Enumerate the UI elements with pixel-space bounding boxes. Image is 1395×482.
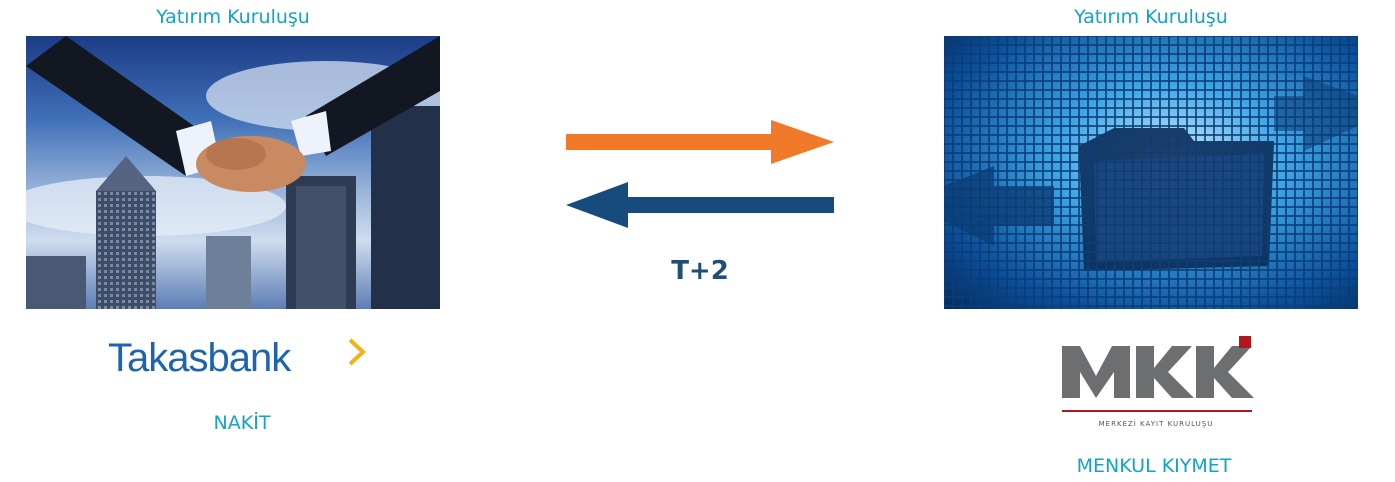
left-title: Yatırım Kuruluşu [156, 6, 310, 28]
chevron-right-icon [348, 338, 366, 366]
digital-folder-photo [944, 36, 1358, 309]
settlement-label: T+2 [671, 256, 729, 286]
cash-flow-arrow-right [566, 120, 834, 164]
mkk-subtitle: MERKEZİ KAYIT KURULUŞU [1098, 420, 1214, 428]
cash-label: NAKİT [213, 412, 271, 434]
handshake-photo [26, 36, 440, 309]
takasbank-wordmark: Takasbank [108, 336, 291, 380]
mkk-logo [1062, 336, 1254, 412]
right-title: Yatırım Kuruluşu [1074, 6, 1228, 28]
securities-label: MENKUL KIYMET [1076, 455, 1232, 477]
securities-flow-arrow-left [566, 182, 834, 228]
takasbank-logo: Takasbank [108, 336, 368, 386]
